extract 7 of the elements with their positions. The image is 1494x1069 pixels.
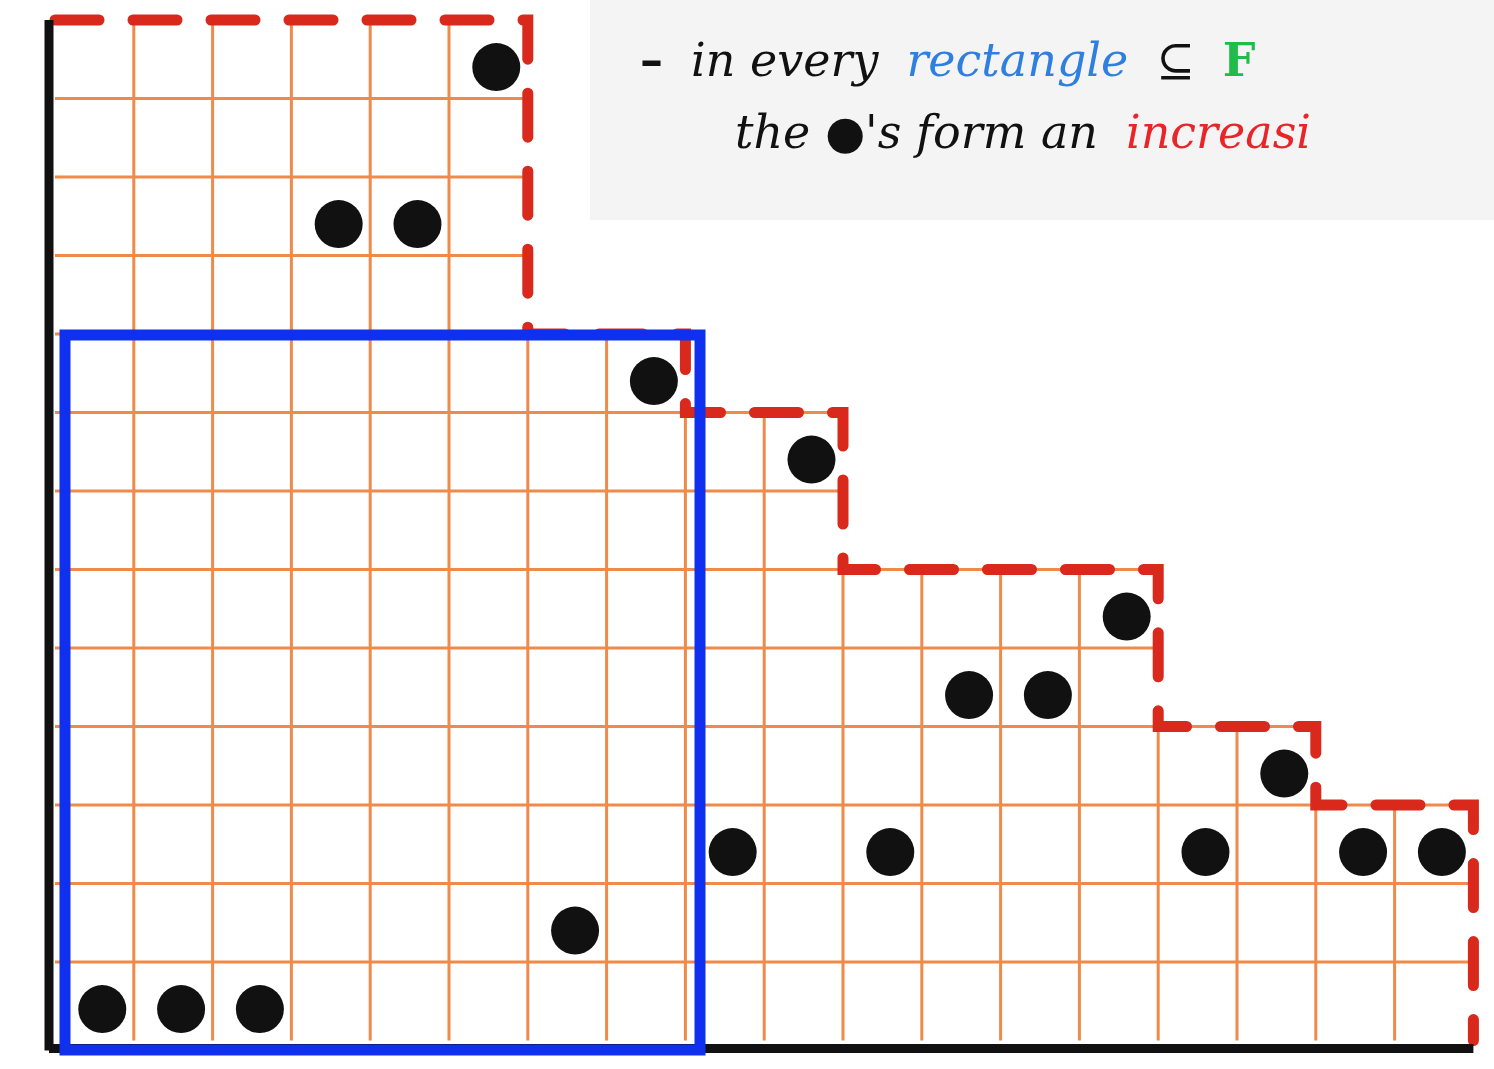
note-text: rectangle — [906, 32, 1129, 89]
bullet-dash: – — [640, 32, 663, 89]
note-text: increasi — [1125, 104, 1312, 161]
note-text: the ●'s form an — [735, 104, 1098, 161]
set-letter: F — [1222, 32, 1256, 89]
subset-symbol: ⊆ — [1156, 32, 1195, 89]
note-text: in every — [691, 32, 879, 89]
